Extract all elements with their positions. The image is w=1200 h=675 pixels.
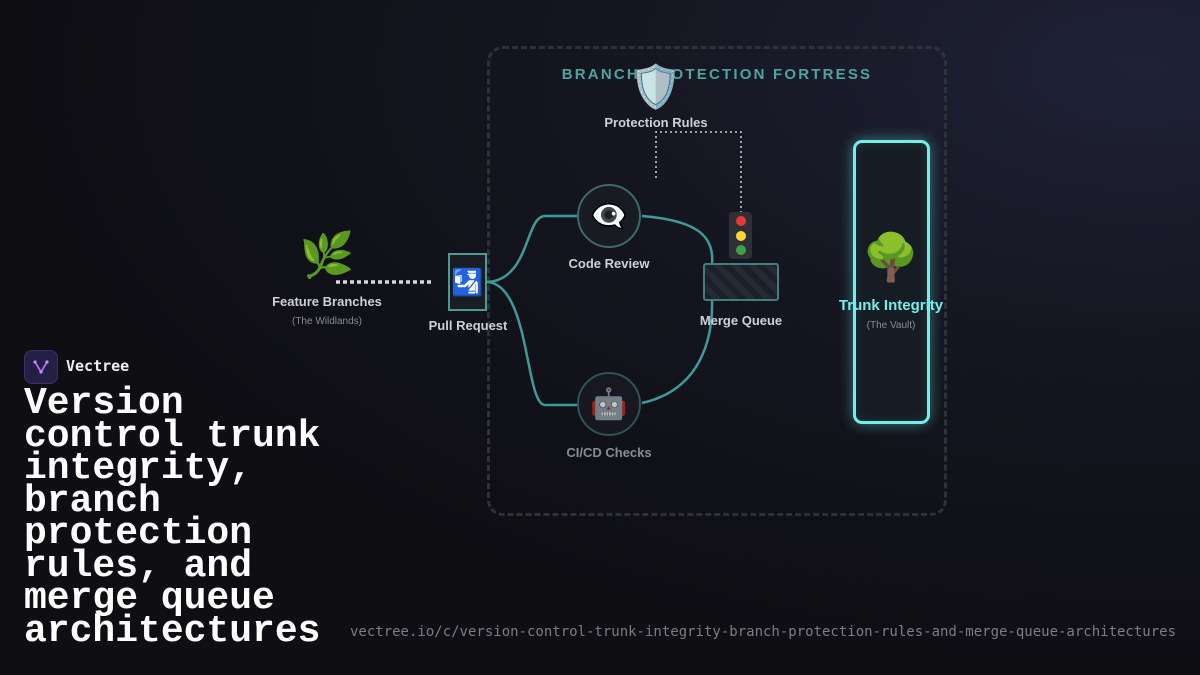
code-review-to-merge-queue-link: [641, 214, 714, 265]
brand-name: Vectree: [66, 357, 130, 375]
herb-icon: 🌿: [299, 231, 355, 280]
code-review-node: 👁️‍🗨️: [577, 184, 641, 248]
feature-branches-sub: (The Wildlands): [291, 316, 363, 327]
merge-queue-label: Merge Queue: [699, 313, 783, 328]
pr-to-ci-checks-link: [486, 280, 577, 407]
pull-request-label: Pull Request: [428, 318, 508, 333]
handing-off-document-icon: 🛂: [451, 266, 484, 297]
fortress-title: BRANCH PROTECTION FORTRESS: [561, 66, 873, 83]
yellow-light: [735, 230, 746, 241]
feature-branches-label: Feature Branches: [272, 294, 382, 309]
shield-icon: 🛡️: [629, 63, 683, 110]
red-light: [735, 216, 746, 227]
pr-to-code-review-link: [486, 214, 577, 284]
ci-checks-to-merge-queue-link: [641, 299, 714, 405]
merge-queue-node: [703, 263, 779, 301]
trunk-integrity-sub: (The Vault): [866, 320, 916, 331]
eye-icon: 👁️‍🗨️: [590, 199, 628, 233]
green-light: [735, 244, 746, 255]
traffic-light-icon: [729, 212, 752, 259]
vectree-logo-icon: [24, 350, 58, 384]
robot-icon: 🤖: [590, 387, 628, 421]
protection-rules-dotted-link: [655, 131, 742, 212]
code-review-label: Code Review: [568, 256, 650, 271]
page-url: vectree.io/c/version-control-trunk-integ…: [349, 624, 1176, 640]
trunk-integrity-label: Trunk Integrity: [838, 297, 944, 314]
protection-rules-label: Protection Rules: [604, 115, 708, 130]
pull-request-node: 🛂: [448, 253, 487, 311]
ci-cd-checks-node: 🤖: [577, 372, 641, 436]
tree-icon: 🌳: [862, 231, 920, 283]
headline: Version control trunk integrity, branch …: [24, 382, 321, 653]
trunk-vault: [853, 140, 930, 424]
ci-cd-checks-label: CI/CD Checks: [566, 445, 652, 460]
